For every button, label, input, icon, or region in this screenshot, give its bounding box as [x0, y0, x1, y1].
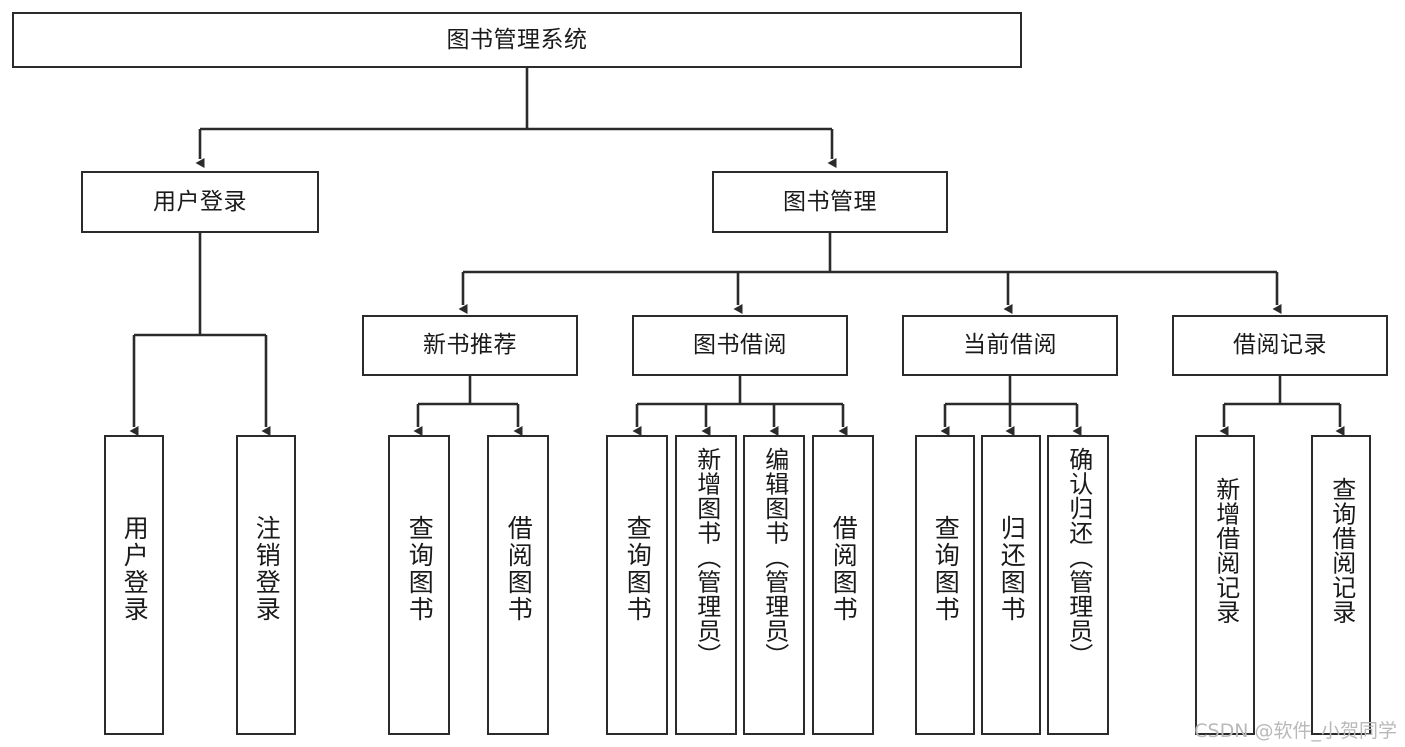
- node-book-manage[interactable]: 图书管理: [712, 171, 948, 233]
- node-leaf-borrow-book-1-label: 借阅图书: [504, 515, 534, 623]
- node-borrow-record-label: 借阅记录: [1233, 332, 1327, 358]
- node-leaf-return-book[interactable]: 归还图书: [981, 435, 1041, 735]
- node-book-borrow[interactable]: 图书借阅: [632, 315, 848, 376]
- node-leaf-query-book-3-label: 查询图书: [931, 515, 961, 623]
- node-leaf-query-book-1[interactable]: 查询图书: [388, 435, 450, 735]
- node-leaf-query-book-2[interactable]: 查询图书: [606, 435, 668, 735]
- csdn-watermark: CSDN @软件_小贺同学: [1194, 720, 1397, 742]
- node-leaf-borrow-book-2[interactable]: 借阅图书: [812, 435, 874, 735]
- node-leaf-logout-login-label: 注销登录: [252, 515, 282, 623]
- node-book-manage-label: 图书管理: [783, 188, 877, 215]
- node-leaf-borrow-book-2-label: 借阅图书: [829, 515, 859, 623]
- node-new-book-recommend-label: 新书推荐: [423, 332, 517, 358]
- node-leaf-query-book-1-label: 查询图书: [405, 515, 435, 623]
- node-leaf-add-book-label: 新增图书（管理员）: [692, 447, 721, 668]
- node-leaf-edit-book[interactable]: 编辑图书（管理员）: [743, 435, 805, 735]
- node-root-label: 图书管理系统: [446, 26, 588, 53]
- node-leaf-query-book-3[interactable]: 查询图书: [915, 435, 975, 735]
- node-leaf-user-login[interactable]: 用户登录: [104, 435, 164, 735]
- node-leaf-edit-book-label: 编辑图书（管理员）: [760, 447, 789, 668]
- node-current-borrow[interactable]: 当前借阅: [902, 315, 1118, 376]
- node-leaf-query-record-label: 查询借阅记录: [1327, 477, 1356, 624]
- node-leaf-add-book[interactable]: 新增图书（管理员）: [675, 435, 737, 735]
- node-user-login-label: 用户登录: [153, 188, 247, 215]
- node-current-borrow-label: 当前借阅: [963, 332, 1057, 358]
- node-borrow-record[interactable]: 借阅记录: [1172, 315, 1388, 376]
- node-leaf-user-login-label: 用户登录: [120, 515, 150, 623]
- node-leaf-logout-login[interactable]: 注销登录: [236, 435, 296, 735]
- node-user-login[interactable]: 用户登录: [81, 171, 319, 233]
- node-leaf-query-book-2-label: 查询图书: [623, 515, 653, 623]
- node-leaf-borrow-book-1[interactable]: 借阅图书: [487, 435, 549, 735]
- node-leaf-add-record-label: 新增借阅记录: [1211, 477, 1240, 624]
- node-leaf-return-book-label: 归还图书: [997, 515, 1027, 623]
- node-leaf-add-record[interactable]: 新增借阅记录: [1195, 435, 1255, 735]
- node-leaf-confirm-return[interactable]: 确认归还（管理员）: [1047, 435, 1109, 735]
- node-root[interactable]: 图书管理系统: [12, 12, 1022, 68]
- node-leaf-confirm-return-label: 确认归还（管理员）: [1064, 447, 1093, 668]
- node-new-book-recommend[interactable]: 新书推荐: [362, 315, 578, 376]
- node-book-borrow-label: 图书借阅: [693, 332, 787, 358]
- node-leaf-query-record[interactable]: 查询借阅记录: [1311, 435, 1371, 735]
